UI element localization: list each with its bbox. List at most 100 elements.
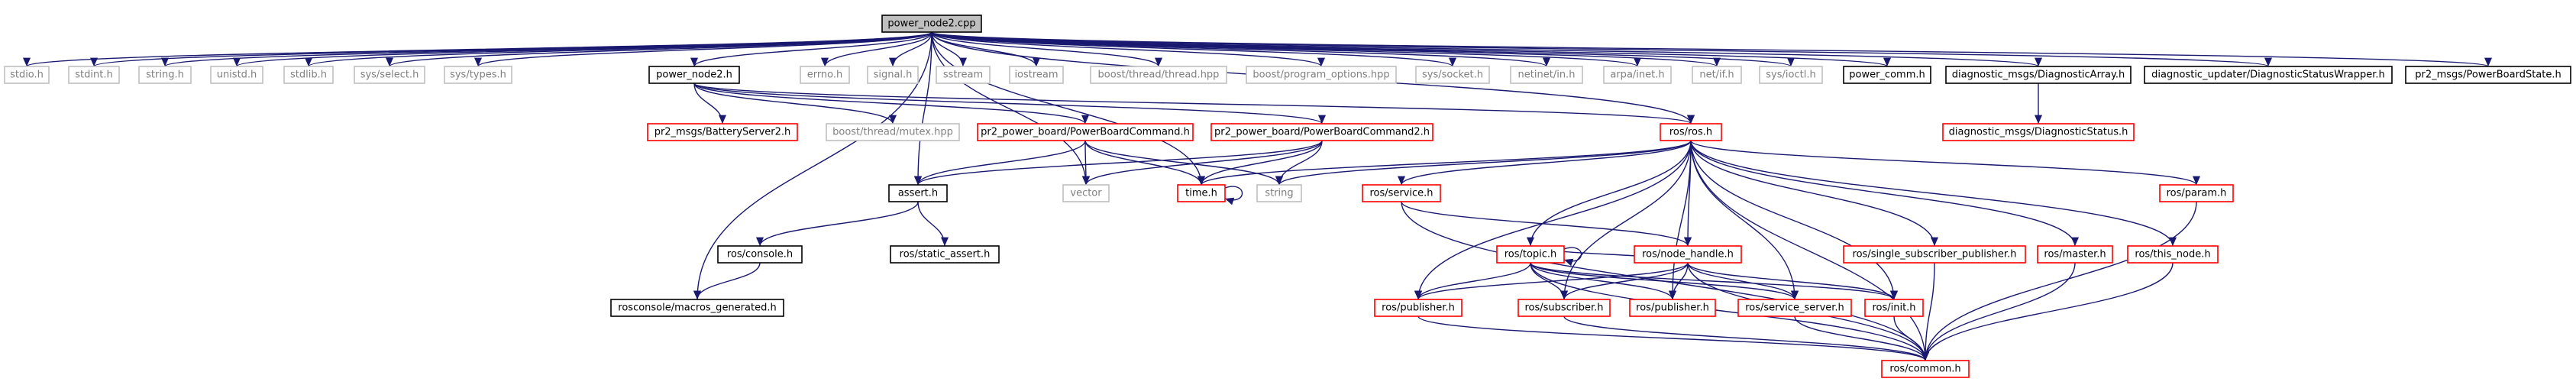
svg-text:rosconsole/macros_generated.h: rosconsole/macros_generated.h bbox=[618, 302, 776, 314]
node-ros-service-server-h[interactable]: ros/service_server.h bbox=[1737, 299, 1852, 317]
node-arpa-inet-h: arpa/inet.h bbox=[1603, 66, 1672, 84]
edge-ros_topic_h-to-ros_topic_h bbox=[1563, 247, 1582, 267]
edge-root-to-vector bbox=[931, 31, 1091, 186]
edge-root-to-sys_select_h bbox=[386, 31, 932, 67]
edge-ros_h-to-ros_param_h bbox=[1690, 140, 2200, 186]
node-ros-publisher-h-2[interactable]: ros/publisher.h bbox=[1629, 299, 1716, 317]
node-diagnostic-status-wrapper-h[interactable]: diagnostic_updater/DiagnosticStatusWrapp… bbox=[2144, 66, 2393, 84]
node-ros-node-handle-h[interactable]: ros/node_handle.h bbox=[1634, 245, 1742, 264]
node-stdint-h: stdint.h bbox=[68, 66, 120, 84]
node-power-node2-cpp[interactable]: power_node2.cpp bbox=[881, 15, 982, 33]
node-ros-service-h[interactable]: ros/service.h bbox=[1362, 184, 1441, 202]
edge-ros_subscriber_h-to-ros_common_h bbox=[1563, 315, 1929, 361]
node-ros-master-h[interactable]: ros/master.h bbox=[2037, 245, 2113, 264]
edge-ros_topic_h-to-ros_publisher_h_b bbox=[1530, 262, 1676, 300]
edge-power_node2_h-to-ros_h bbox=[693, 82, 1695, 125]
node-power-node2-h[interactable]: power_node2.h bbox=[648, 66, 740, 84]
edge-ros_node_handle_h-to-ros_init_h bbox=[1687, 262, 1898, 300]
svg-text:ros/node_handle.h: ros/node_handle.h bbox=[1642, 249, 1734, 260]
edge-root-to-unistd_h bbox=[233, 31, 932, 67]
node-diagnostic-array-h[interactable]: diagnostic_msgs/DiagnosticArray.h bbox=[1945, 66, 2132, 84]
svg-text:iostream: iostream bbox=[1014, 70, 1058, 81]
svg-text:ros/init.h: ros/init.h bbox=[1872, 302, 1915, 314]
edge-pbc_h-to-string bbox=[1084, 140, 1283, 186]
node-power-board-command-h[interactable]: pr2_power_board/PowerBoardCommand.h bbox=[977, 123, 1194, 141]
node-ros-static-assert-h[interactable]: ros/static_assert.h bbox=[890, 245, 1000, 264]
node-sys-ioctl-h: sys/ioctl.h bbox=[1759, 66, 1823, 84]
svg-text:ros/single_subscriber_publishe: ros/single_subscriber_publisher.h bbox=[1853, 249, 2017, 260]
node-vector: vector bbox=[1062, 184, 1110, 202]
svg-text:ros/service_server.h: ros/service_server.h bbox=[1745, 302, 1844, 314]
node-rosconsole-macros-generated-h[interactable]: rosconsole/macros_generated.h bbox=[610, 299, 784, 317]
node-ros-topic-h[interactable]: ros/topic.h bbox=[1496, 245, 1565, 264]
edge-root-to-signal_h bbox=[888, 31, 932, 67]
svg-text:errno.h: errno.h bbox=[807, 70, 843, 81]
node-ros-param-h[interactable]: ros/param.h bbox=[2159, 184, 2234, 202]
edge-power_node2_h-to-battery_server2_h bbox=[693, 82, 727, 125]
edge-ros_h-to-ros_publisher_h_b bbox=[1668, 140, 1692, 300]
node-stdlib-h: stdlib.h bbox=[283, 66, 334, 84]
edge-root-to-diag_array_h bbox=[931, 31, 2042, 67]
edge-root-to-assert_h bbox=[913, 31, 932, 186]
edge-root-to-pr2_pbs_h bbox=[931, 31, 2491, 67]
edge-ros_h-to-string bbox=[1275, 140, 1692, 186]
edge-ros_h-to-ros_common_h bbox=[1690, 140, 1930, 361]
node-power-comm-h[interactable]: power_comm.h bbox=[1843, 66, 1931, 84]
edge-root-to-time_h bbox=[931, 31, 1205, 186]
node-signal-h: signal.h bbox=[867, 66, 919, 84]
edge-power_node2_h-to-boost_mutex_hpp bbox=[693, 82, 897, 125]
edge-ros_node_handle_h-to-ros_publisher_h_b bbox=[1668, 262, 1689, 300]
node-ros-common-h[interactable]: ros/common.h bbox=[1881, 360, 1970, 378]
node-ros-init-h[interactable]: ros/init.h bbox=[1864, 299, 1924, 317]
svg-text:pr2_power_board/PowerBoardComm: pr2_power_board/PowerBoardCommand.h bbox=[981, 127, 1190, 138]
svg-text:ros/console.h: ros/console.h bbox=[727, 249, 793, 260]
edge-layer bbox=[23, 31, 2491, 361]
node-ros-this-node-h[interactable]: ros/this_node.h bbox=[2127, 245, 2219, 264]
svg-text:stdlib.h: stdlib.h bbox=[290, 70, 327, 81]
edge-ros_h-to-ros_this_node_h bbox=[1690, 140, 2177, 247]
node-diagnostic-status-h[interactable]: diagnostic_msgs/DiagnosticStatus.h bbox=[1942, 123, 2135, 141]
svg-text:ros/publisher.h: ros/publisher.h bbox=[1636, 302, 1709, 314]
node-ros-single-subscriber-publisher-h[interactable]: ros/single_subscriber_publisher.h bbox=[1843, 245, 2026, 264]
edge-ros_h-to-ros_topic_h bbox=[1526, 140, 1692, 247]
node-ros-subscriber-h[interactable]: ros/subscriber.h bbox=[1517, 299, 1611, 317]
node-netinet-in-h: netinet/in.h bbox=[1510, 66, 1583, 84]
svg-text:power_node2.h: power_node2.h bbox=[656, 70, 732, 81]
edge-power_node2_h-to-pbc2_h bbox=[693, 82, 1326, 125]
svg-text:ros/publisher.h: ros/publisher.h bbox=[1382, 302, 1455, 314]
node-ros-console-h[interactable]: ros/console.h bbox=[717, 245, 803, 264]
node-boost-mutex-hpp: boost/thread/mutex.hpp bbox=[826, 123, 960, 141]
node-ros-publisher-h[interactable]: ros/publisher.h bbox=[1374, 299, 1463, 317]
svg-text:boost/thread/thread.hpp: boost/thread/thread.hpp bbox=[1098, 70, 1220, 81]
node-power-board-command2-h[interactable]: pr2_power_board/PowerBoardCommand2.h bbox=[1210, 123, 1433, 141]
edge-pbc_h-to-time_h bbox=[1084, 140, 1205, 186]
edge-ros_node_handle_h-to-ros_publisher_h_a bbox=[1414, 262, 1689, 300]
node-assert-h[interactable]: assert.h bbox=[888, 184, 948, 202]
edge-ros_h-to-ros_master_h bbox=[1690, 140, 2079, 247]
node-ros-h[interactable]: ros/ros.h bbox=[1660, 123, 1722, 141]
svg-text:ros/param.h: ros/param.h bbox=[2167, 188, 2227, 199]
svg-text:sstream: sstream bbox=[943, 70, 983, 81]
edge-assert_h-to-ros_static_assert_h bbox=[917, 201, 949, 247]
edge-ros_h-to-ros_service_h bbox=[1398, 140, 1692, 186]
node-time-h[interactable]: time.h bbox=[1177, 184, 1226, 202]
node-power-board-state-h[interactable]: pr2_msgs/PowerBoardState.h bbox=[2405, 66, 2571, 84]
svg-text:sys/ioctl.h: sys/ioctl.h bbox=[1766, 70, 1815, 81]
edge-ros_topic_h-to-ros_service_server_h bbox=[1530, 262, 1799, 300]
edge-ros_master_h-to-ros_common_h bbox=[1921, 262, 2076, 361]
edge-root-to-stdlib_h bbox=[305, 31, 932, 67]
edge-ros_h-to-ros_ssp_h bbox=[1690, 140, 1938, 247]
edge-ros_service_server_h-to-ros_common_h bbox=[1794, 315, 1929, 361]
svg-text:boost/program_options.hpp: boost/program_options.hpp bbox=[1252, 70, 1389, 81]
edge-power_node2_h-to-pbc_h bbox=[693, 82, 1089, 125]
svg-text:diagnostic_msgs/DiagnosticStat: diagnostic_msgs/DiagnosticStatus.h bbox=[1949, 127, 2128, 138]
edge-assert_h-to-ros_console_h bbox=[756, 201, 919, 247]
node-battery-server2-h[interactable]: pr2_msgs/BatteryServer2.h bbox=[647, 123, 798, 141]
svg-text:ros/this_node.h: ros/this_node.h bbox=[2135, 249, 2210, 260]
edge-pbc2_h-to-time_h bbox=[1198, 140, 1323, 186]
edge-pbc2_h-to-vector bbox=[1082, 140, 1323, 186]
node-layer: power_node2.cpp stdio.h stdint.h string.… bbox=[4, 15, 2571, 378]
svg-text:ros/subscriber.h: ros/subscriber.h bbox=[1524, 302, 1603, 314]
svg-text:signal.h: signal.h bbox=[874, 70, 913, 81]
edge-ros_publisher_h_a-to-ros_common_h bbox=[1417, 315, 1929, 361]
